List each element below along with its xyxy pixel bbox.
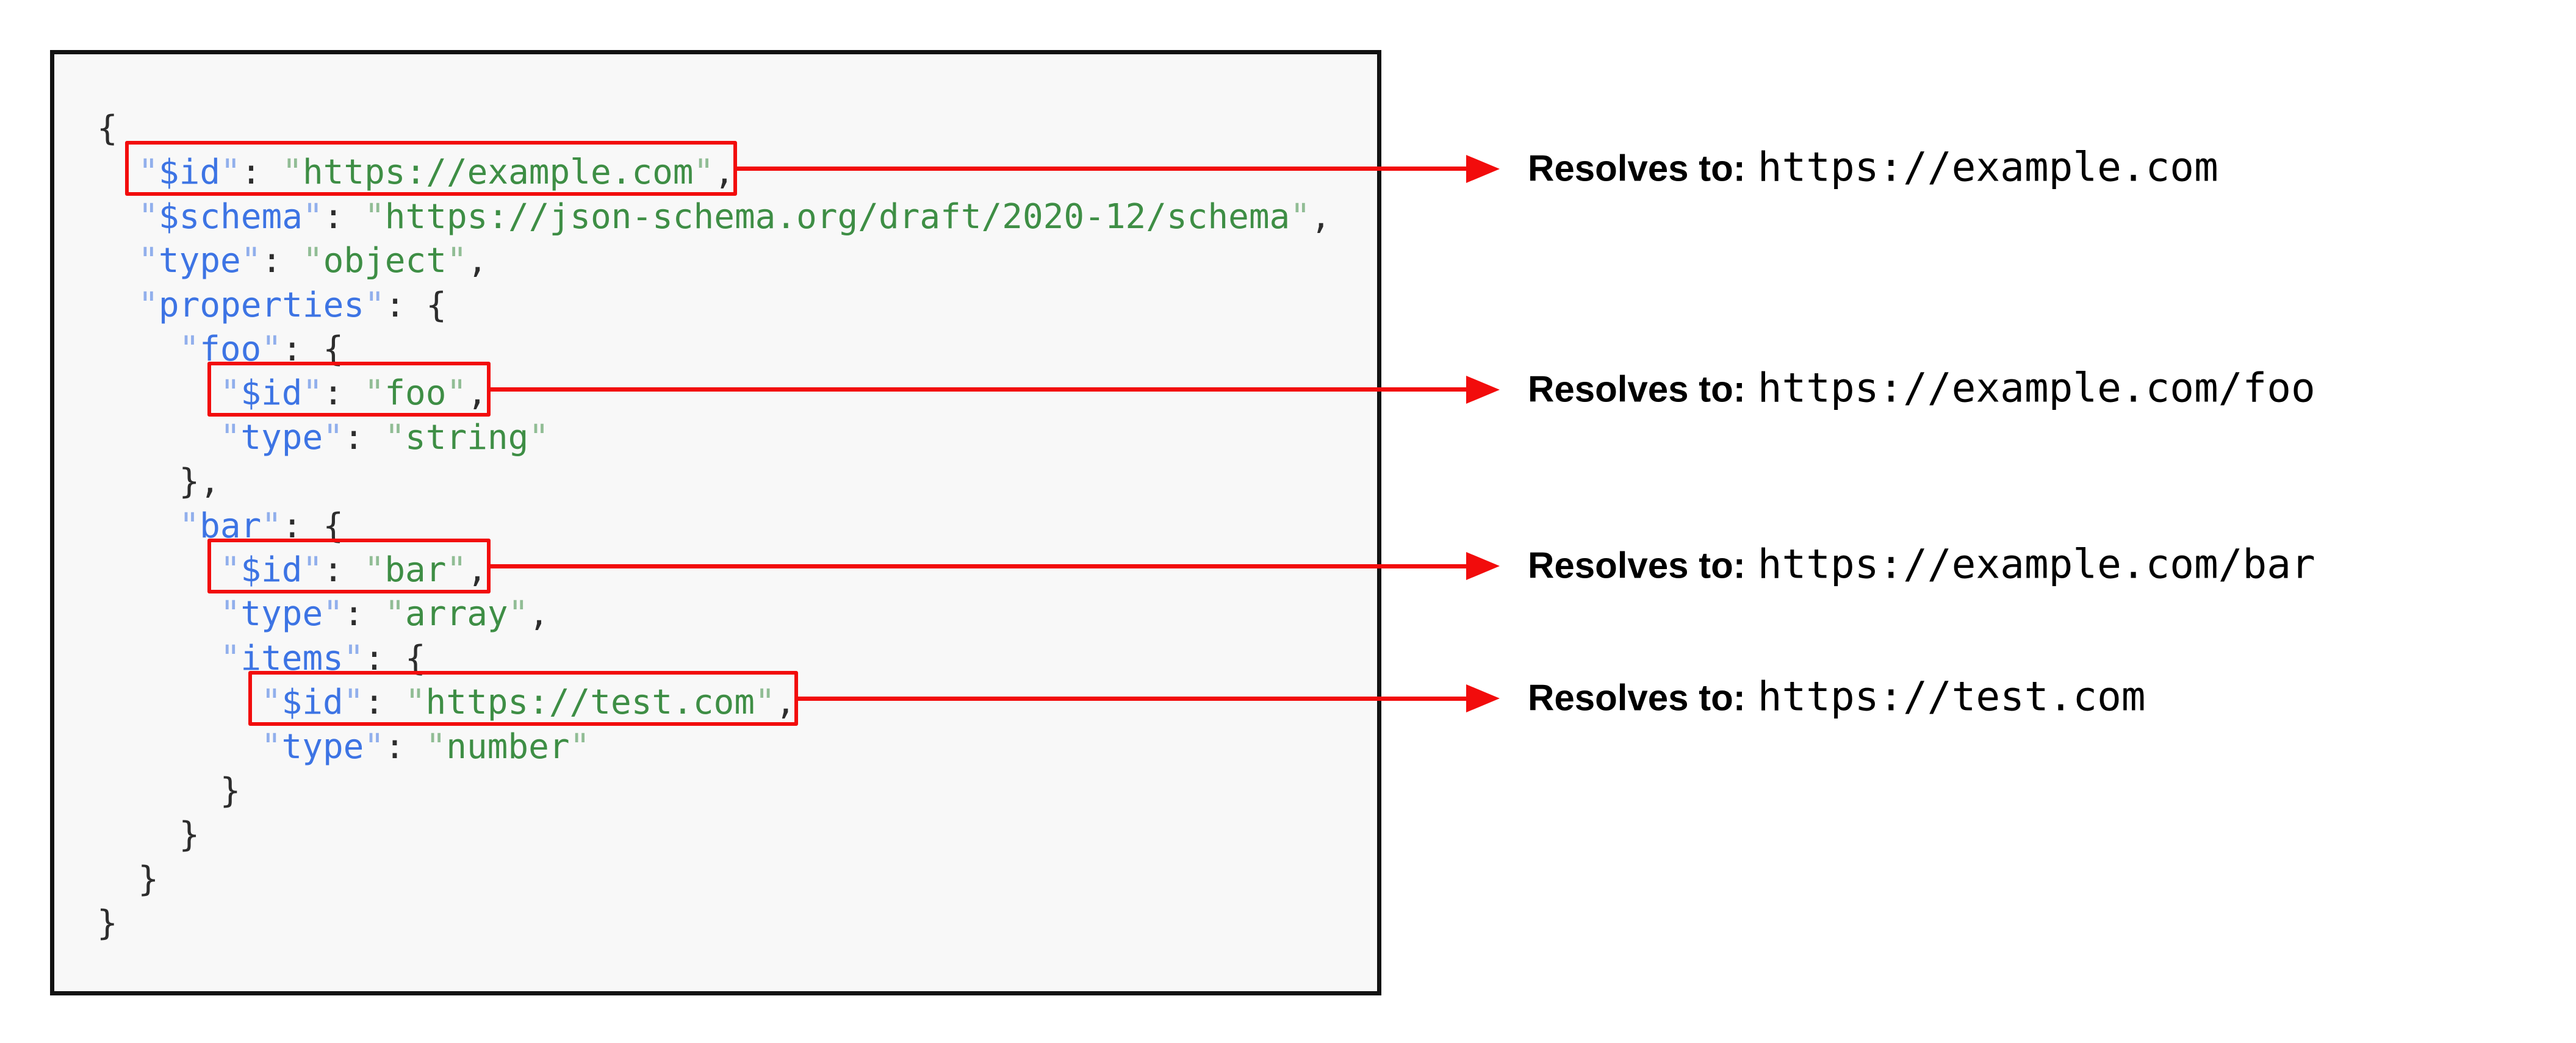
highlight-box <box>125 141 737 196</box>
quote-mark: " <box>364 550 385 590</box>
code-line: "type": "string" <box>220 417 550 457</box>
quote-mark: " <box>220 417 241 457</box>
quote-mark: " <box>405 683 426 723</box>
quote-mark: " <box>343 683 364 723</box>
quote-mark: " <box>138 196 159 237</box>
code-line: } <box>97 903 118 944</box>
code-line: "type": "number" <box>261 726 591 767</box>
quote-mark: " <box>508 594 529 634</box>
annotation: Resolves to: https://example.com/bar <box>1528 541 2315 588</box>
code-line: "$id": "https://test.com", <box>261 683 796 723</box>
annotation-label: Resolves to: <box>1528 148 1746 189</box>
quote-mark: " <box>261 726 282 767</box>
quote-mark: " <box>384 417 406 457</box>
quote-mark: " <box>446 241 467 281</box>
code-line: "type": "object", <box>138 241 488 281</box>
quote-mark: " <box>220 638 241 678</box>
quote-mark: " <box>220 594 241 634</box>
quote-mark: " <box>569 726 591 767</box>
quote-mark: " <box>138 152 159 193</box>
code-line: } <box>179 815 200 855</box>
code-line: } <box>220 771 241 811</box>
code-line: "type": "array", <box>220 594 550 634</box>
code-line: "$schema": "https://json-schema.org/draf… <box>138 196 1331 237</box>
arrow-head-icon <box>1466 375 1500 404</box>
annotation-url: https://example.com/bar <box>1757 540 2315 588</box>
highlight-box <box>207 362 491 417</box>
arrow-connector <box>491 387 1469 392</box>
quote-mark: " <box>693 152 714 193</box>
code-line: { <box>97 109 118 148</box>
quote-mark: " <box>261 683 282 723</box>
quote-mark: " <box>754 683 775 723</box>
quote-mark: " <box>302 241 323 281</box>
quote-mark: " <box>179 329 200 369</box>
quote-mark: " <box>138 285 159 325</box>
quote-mark: " <box>364 196 385 237</box>
code-line: "properties": { <box>138 285 447 325</box>
quote-mark: " <box>220 373 241 414</box>
code-line: "$id": "foo", <box>220 373 487 414</box>
annotation-label: Resolves to: <box>1528 677 1746 719</box>
annotation-label: Resolves to: <box>1528 368 1746 410</box>
annotation: Resolves to: https://example.com/foo <box>1528 364 2315 411</box>
arrow-head-icon <box>1466 684 1500 713</box>
annotation-url: https://test.com <box>1757 673 2146 720</box>
annotation-url: https://example.com <box>1757 143 2218 191</box>
annotation: Resolves to: https://example.com <box>1528 143 2218 190</box>
arrow-connector <box>798 696 1469 701</box>
quote-mark: " <box>446 550 467 590</box>
code-line: } <box>138 859 159 899</box>
quote-mark: " <box>220 152 241 193</box>
code-panel: { "$id": "https://example.com","$schema":… <box>50 50 1381 995</box>
code-line: "$id": "https://example.com", <box>138 152 735 193</box>
arrow-head-icon <box>1466 552 1500 581</box>
highlight-box <box>207 539 491 593</box>
code-line: }, <box>179 462 220 502</box>
annotation: Resolves to: https://test.com <box>1528 673 2146 720</box>
annotation-url: https://example.com/foo <box>1757 364 2315 412</box>
quote-mark: " <box>323 594 344 634</box>
quote-mark: " <box>282 152 303 193</box>
quote-mark: " <box>1290 196 1311 237</box>
quote-mark: " <box>446 373 467 414</box>
arrow-connector <box>491 564 1469 568</box>
highlight-box <box>248 671 799 726</box>
quote-mark: " <box>323 417 344 457</box>
quote-mark: " <box>302 550 323 590</box>
quote-mark: " <box>302 373 323 414</box>
quote-mark: " <box>364 373 385 414</box>
annotation-label: Resolves to: <box>1528 545 1746 586</box>
quote-mark: " <box>138 241 159 281</box>
quote-mark: " <box>364 285 385 325</box>
arrow-head-icon <box>1466 154 1500 183</box>
quote-mark: " <box>425 726 447 767</box>
quote-mark: " <box>240 241 262 281</box>
arrow-connector <box>736 167 1469 171</box>
quote-mark: " <box>220 550 241 590</box>
code-line: "$id": "bar", <box>220 550 487 590</box>
quote-mark: " <box>364 726 385 767</box>
quote-mark: " <box>528 417 550 457</box>
quote-mark: " <box>179 506 200 546</box>
quote-mark: " <box>384 594 406 634</box>
quote-mark: " <box>302 196 323 237</box>
